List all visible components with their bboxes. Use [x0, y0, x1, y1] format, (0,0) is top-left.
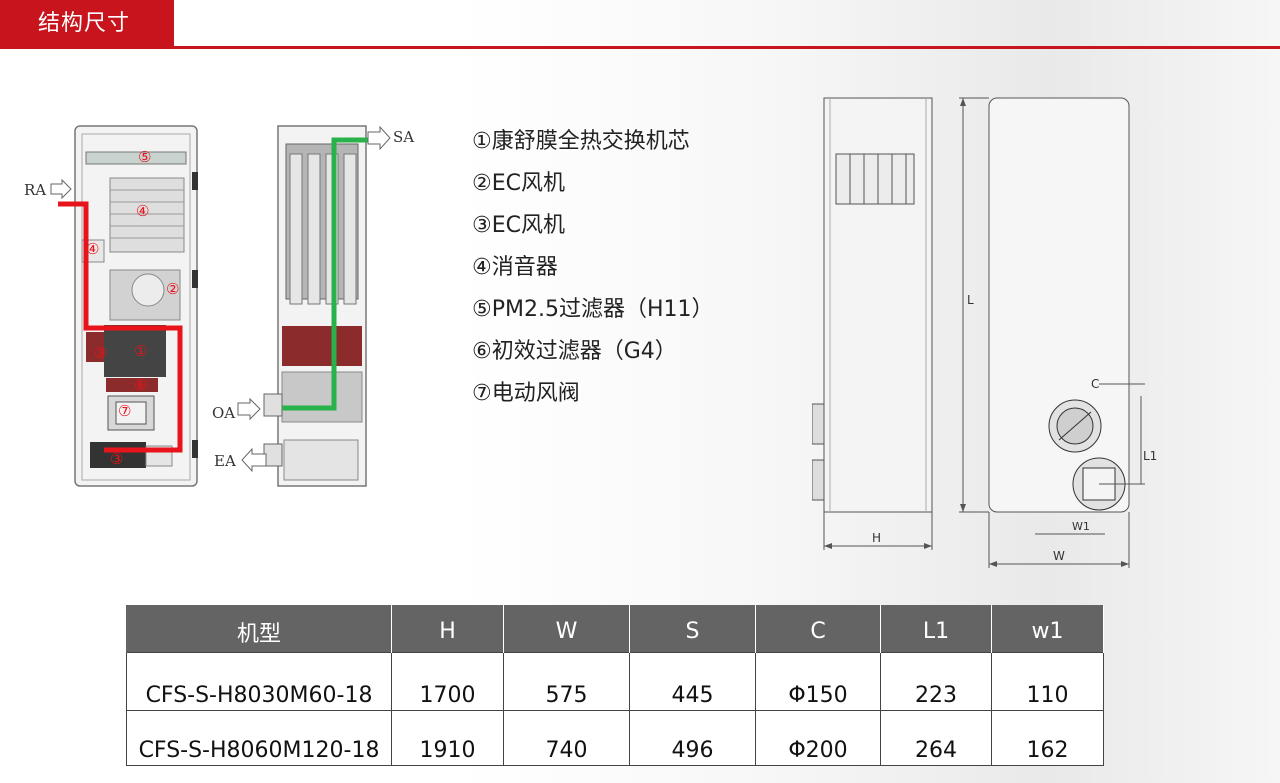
cell-s: 445	[629, 652, 756, 711]
marker-1: ①	[134, 342, 147, 360]
dim-c-label: C	[1091, 377, 1099, 391]
cell-model: CFS-S-H8060M120-18	[126, 710, 392, 766]
header-w1: w1	[991, 605, 1104, 653]
dim-w1-label: W1	[1072, 520, 1090, 533]
ea-label: EA	[214, 452, 236, 470]
header-w: W	[503, 605, 630, 653]
cell-c: Φ150	[755, 652, 881, 711]
cell-l1: 264	[880, 710, 992, 766]
legend-item: ①康舒膜全热交换机芯	[472, 129, 690, 154]
marker-2: ②	[166, 280, 179, 298]
legend-item: ⑥初效过滤器（G4）	[472, 339, 677, 364]
dim-l1-label: L1	[1143, 449, 1157, 463]
table-row: CFS-S-H8030M60-18 1700 575 445 Φ150 223 …	[126, 652, 1104, 711]
marker-5: ⑤	[138, 148, 151, 166]
side-dimension-drawing: H	[812, 97, 933, 550]
cell-l1: 223	[880, 652, 992, 711]
legend-item: ②EC风机	[472, 171, 565, 196]
oa-label: OA	[212, 404, 235, 422]
spec-table: 机型 H W S C L1 w1 CFS-S-H8030M60-18 1700 …	[126, 605, 1104, 766]
table-header-row: 机型 H W S C L1 w1	[126, 605, 1104, 653]
front-dimension-drawing: L L1 C W1 W	[959, 97, 1157, 568]
cell-w: 575	[503, 652, 630, 711]
legend-item: ④消音器	[472, 255, 558, 280]
dim-l-label: L	[967, 293, 974, 307]
marker-3b: ③	[110, 450, 123, 468]
cell-w: 740	[503, 710, 630, 766]
cell-s: 496	[629, 710, 756, 766]
marker-4a: ④	[136, 202, 149, 220]
section-title: 结构尺寸	[0, 0, 174, 48]
header-l1: L1	[880, 605, 992, 653]
front-structure-diagram: RA ⑤ ④ ④ ② ③ ① ⑥ ⑦ ③	[24, 125, 198, 487]
marker-7: ⑦	[118, 402, 131, 420]
dim-h-label: H	[872, 531, 881, 545]
legend-item: ⑦电动风阀	[472, 381, 580, 406]
marker-6: ⑥	[134, 376, 147, 394]
sa-label: SA	[393, 128, 414, 146]
cell-model: CFS-S-H8030M60-18	[126, 652, 392, 711]
header-model: 机型	[126, 605, 392, 653]
side-structure-diagram: SA OA EA	[212, 125, 414, 487]
header-h: H	[391, 605, 504, 653]
header-divider	[0, 46, 1280, 49]
table-row: CFS-S-H8060M120-18 1910 740 496 Φ200 264…	[126, 710, 1104, 766]
component-legend: ①康舒膜全热交换机芯 ②EC风机 ③EC风机 ④消音器 ⑤PM2.5过滤器（H1…	[472, 124, 714, 418]
ra-label: RA	[24, 181, 46, 199]
cell-h: 1910	[391, 710, 504, 766]
cell-c: Φ200	[755, 710, 881, 766]
legend-item: ⑤PM2.5过滤器（H11）	[472, 297, 714, 322]
cell-w1: 110	[991, 652, 1104, 711]
dim-w-label: W	[1053, 549, 1065, 563]
cell-w1: 162	[991, 710, 1104, 766]
cell-h: 1700	[391, 652, 504, 711]
legend-item: ③EC风机	[472, 213, 565, 238]
marker-3a: ③	[94, 344, 107, 362]
header-s: S	[629, 605, 756, 653]
marker-4b: ④	[86, 240, 99, 258]
header-c: C	[755, 605, 881, 653]
